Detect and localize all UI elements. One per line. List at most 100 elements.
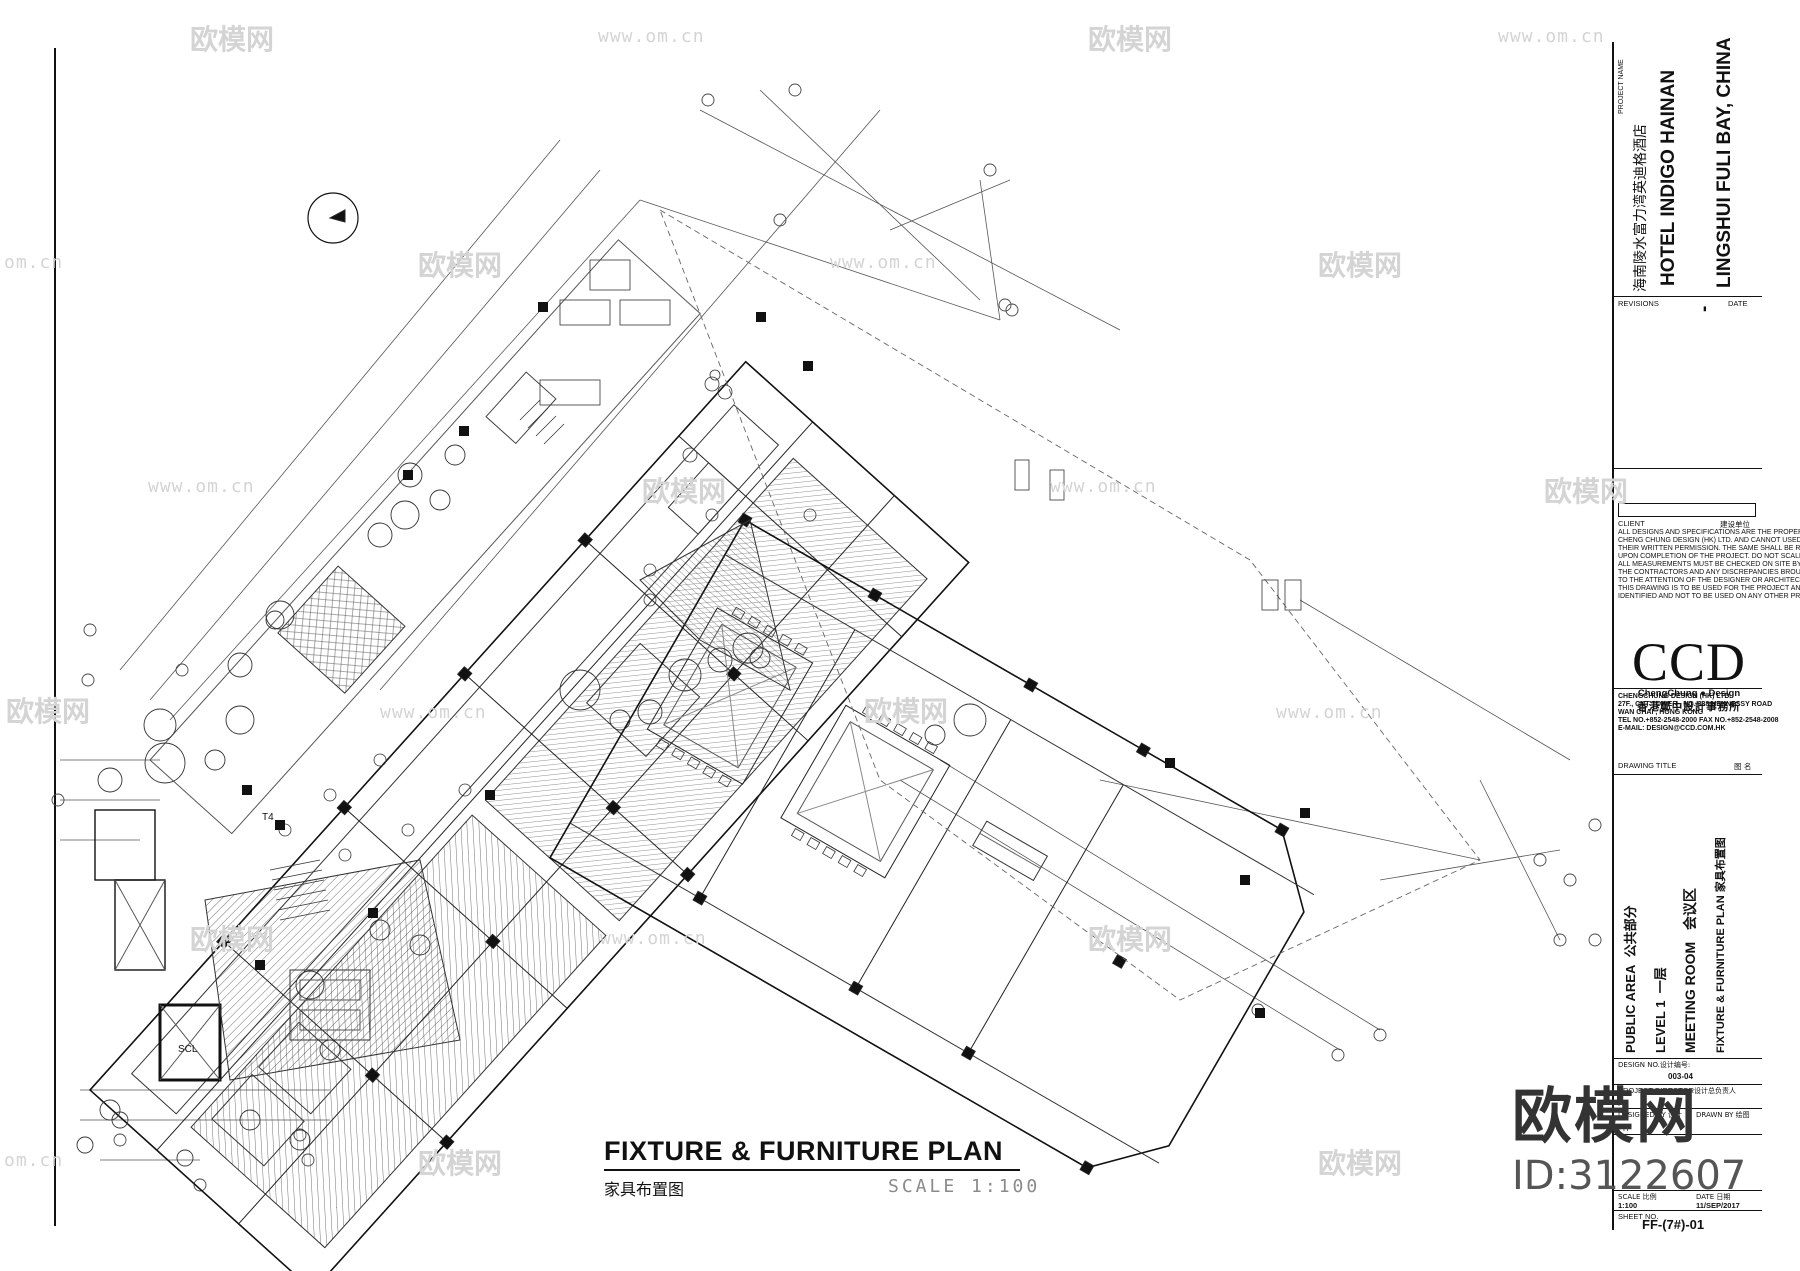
watermark-brand: 欧模网: [1088, 923, 1173, 956]
logo-sub: ChengChung ● Design: [1637, 688, 1741, 699]
scale-label: SCALE 比例: [1618, 1193, 1657, 1201]
site-boundary-dashed: [659, 208, 1481, 1001]
watermark-url: om.cn: [4, 252, 64, 273]
disclaimer-line: CHENG CHUNG DESIGN (HK) LTD. AND CANNOT …: [1618, 537, 1800, 544]
design-no-cell: DESIGN NO.设计编号: 003-04: [1614, 1058, 1762, 1085]
project-en-line2: LINGSHUI FULI BAY, CHINA: [1714, 37, 1735, 288]
disclaimer-line: THIS DRAWING IS TO BE USED FOR THE PROJE…: [1618, 585, 1800, 592]
watermark-url: www.om.cn: [1276, 702, 1383, 723]
project-director-cn: 设计总负责人: [1694, 1087, 1736, 1095]
designed-by-cell: DESIGNED BY 设计 DRAWN BY 绘图 PH: [1614, 1108, 1762, 1135]
watermark-url: www.om.cn: [1498, 26, 1605, 47]
watermark-brand: 欧模网: [1318, 249, 1403, 282]
watermark-brand: 欧模网: [190, 923, 275, 956]
watermark-corner-brand: 欧模网: [1512, 1082, 1698, 1152]
watermark-brand: 欧模网: [864, 695, 949, 728]
project-director-cell: PROJECT DIRECTOR 设计总负责人 PH: [1614, 1084, 1762, 1109]
title-underline: [604, 1169, 1020, 1171]
sheet-no: FF-(7#)-01: [1642, 1217, 1705, 1232]
designed-by-label: DESIGNED BY 设计: [1618, 1111, 1682, 1119]
sheet-cell: SHEET NO. FF-(7#)-01: [1614, 1210, 1762, 1232]
tb-meeting-room: MEETING ROOM 会议区: [1682, 888, 1699, 1053]
columns: [242, 302, 1310, 1018]
watermark-url: www.om.cn: [380, 702, 487, 723]
scale-value: 1:100: [1618, 1201, 1638, 1210]
client-label: CLIENT: [1618, 519, 1645, 528]
design-no: 003-04: [1668, 1072, 1693, 1081]
watermark-brand: 欧模网: [418, 1147, 503, 1180]
drawing-title-label: DRAWING TITLE: [1618, 761, 1677, 770]
tree-symbols: [76, 444, 987, 1167]
company-line: WAN CHAI , HONG KONG: [1618, 709, 1704, 716]
company-line: E-MAIL: DESIGN@CCD.COM.HK: [1618, 725, 1726, 732]
date-value: 11/SEP/2017: [1696, 1201, 1740, 1210]
logo-cn: 香港鄭中設計事務所: [1637, 701, 1741, 713]
revisions-cell: REVISIONS DATE: [1614, 296, 1762, 469]
disclaimer-line: TO THE ATTENTION OF THE DESIGNER OR ARCH…: [1618, 577, 1800, 584]
date-field-label: DATE 日期: [1696, 1193, 1731, 1201]
disclaimer-line: UPON COMPLETION OF THE PROJECT. DO NOT S…: [1618, 553, 1800, 560]
deck-area: [639, 519, 791, 691]
watermark-brand: 欧模网: [418, 249, 503, 282]
watermark-brand: 欧模网: [1088, 23, 1173, 56]
core-stair-lift: [94, 809, 461, 1082]
project-name-cell: PROJECT NAME 海南陵水富力湾英迪格酒店 HOTEL INDIGO H…: [1614, 37, 1762, 312]
tb-level: LEVEL 1 一层: [1653, 967, 1669, 1053]
drawing-scale: SCALE 1:100: [888, 1176, 1041, 1197]
tb-public-area: PUBLIC AREA 公共部分: [1623, 905, 1639, 1053]
project-director-label: PROJECT DIRECTOR: [1618, 1086, 1694, 1095]
disclaimer-line: THE CONTRACTORS AND ANY DISCREPANCIES BR…: [1618, 569, 1800, 576]
design-no-label: DESIGN NO.设计编号:: [1618, 1061, 1691, 1069]
designed-by: PH: [1618, 1124, 1629, 1133]
meeting-wing: [548, 512, 1315, 1176]
drawing-title-cn-label: 图 名: [1734, 762, 1752, 771]
logo-text: CCD: [1631, 632, 1747, 692]
sheet-label: SHEET NO.: [1618, 1212, 1659, 1221]
drawing-title-cell: PUBLIC AREA 公共部分 LEVEL 1 一层 MEETING ROOM…: [1614, 774, 1762, 1059]
company-line: 27F., CNT TOWER , NO. 338 HENNESSY ROAD: [1618, 701, 1773, 708]
disclaimer-line: THEIR WRITTEN PERMISSION. THE SAME SHALL…: [1618, 545, 1800, 552]
drawing-title-en: FIXTURE & FURNITURE PLAN: [604, 1136, 1003, 1166]
client-field: [1618, 503, 1756, 517]
watermark-corner: 欧模网 ID:3122607: [1512, 1082, 1746, 1200]
drawn-by-label: DRAWN BY 绘图: [1696, 1111, 1750, 1119]
date-label: DATE: [1728, 299, 1748, 308]
revisions-label: REVISIONS: [1618, 299, 1659, 308]
watermark-id: ID:3122607: [1512, 1153, 1747, 1199]
disclaimer-line: IDENTIFIED AND NOT TO BE USED ON ANY OTH…: [1618, 593, 1800, 600]
scale-date-cell: SCALE 比例 DATE 日期 1:100 11/SEP/2017: [1614, 1190, 1762, 1211]
north-arrow-icon: [307, 192, 359, 244]
company-cell: CHENGCHUNG DESIGN (HK) LTD. 27F., CNT TO…: [1614, 688, 1779, 775]
lift-label: SCL: [178, 1044, 198, 1055]
watermark-url: www.om.cn: [1050, 476, 1157, 497]
ccd-logo: CCD ChengChung ● Design 香港鄭中設計事務所: [1618, 632, 1760, 714]
watermark-url: www.om.cn: [830, 252, 937, 273]
floor-plan-drawing: T4 SCL: [51, 83, 1602, 1271]
company-info: CHENGCHUNG DESIGN (HK) LTD. 27F., CNT TO…: [1618, 693, 1779, 733]
disclaimer-line: ALL DESIGNS AND SPECIFICATIONS ARE THE P…: [1618, 529, 1800, 536]
watermark-brand: 欧模网: [1544, 475, 1629, 508]
watermark-url: www.om.cn: [598, 26, 705, 47]
stair-steps: [269, 399, 565, 921]
watermark-url: www.om.cn: [148, 476, 255, 497]
watermark-brand: 欧模网: [642, 475, 727, 508]
disclaimer-line: ALL MEASUREMENTS MUST BE CHECKED ON SITE…: [1618, 561, 1800, 568]
watermark-brand: 欧模网: [1318, 1147, 1403, 1180]
watermark-url: om.cn: [4, 1150, 64, 1171]
disclaimer: ALL DESIGNS AND SPECIFICATIONS ARE THE P…: [1618, 529, 1800, 601]
project-en-line1: HOTEL INDIGO HAINAN: [1658, 69, 1679, 286]
watermark-brand: 欧模网: [6, 695, 91, 728]
tb-plan: FIXTURE & FURNITURE PLAN 家具布置图: [1714, 837, 1727, 1053]
left-border-line: [54, 48, 56, 1226]
stair-label: T4: [262, 812, 274, 823]
company-line: CHENGCHUNG DESIGN (HK) LTD.: [1618, 693, 1732, 700]
watermark-brand: 欧模网: [190, 23, 275, 56]
client-cn: 建设单位: [1720, 520, 1750, 529]
garden-strip: [149, 239, 701, 835]
project-cn: 海南陵水富力湾英迪格酒店: [1633, 124, 1649, 292]
watermark-url: www.om.cn: [600, 928, 707, 949]
fixtures: [278, 259, 1302, 862]
company-line: TEL NO.+852-2548-2000 FAX NO.+852-2548-2…: [1618, 717, 1779, 724]
drawing-title-cn: 家具布置图: [604, 1180, 685, 1199]
